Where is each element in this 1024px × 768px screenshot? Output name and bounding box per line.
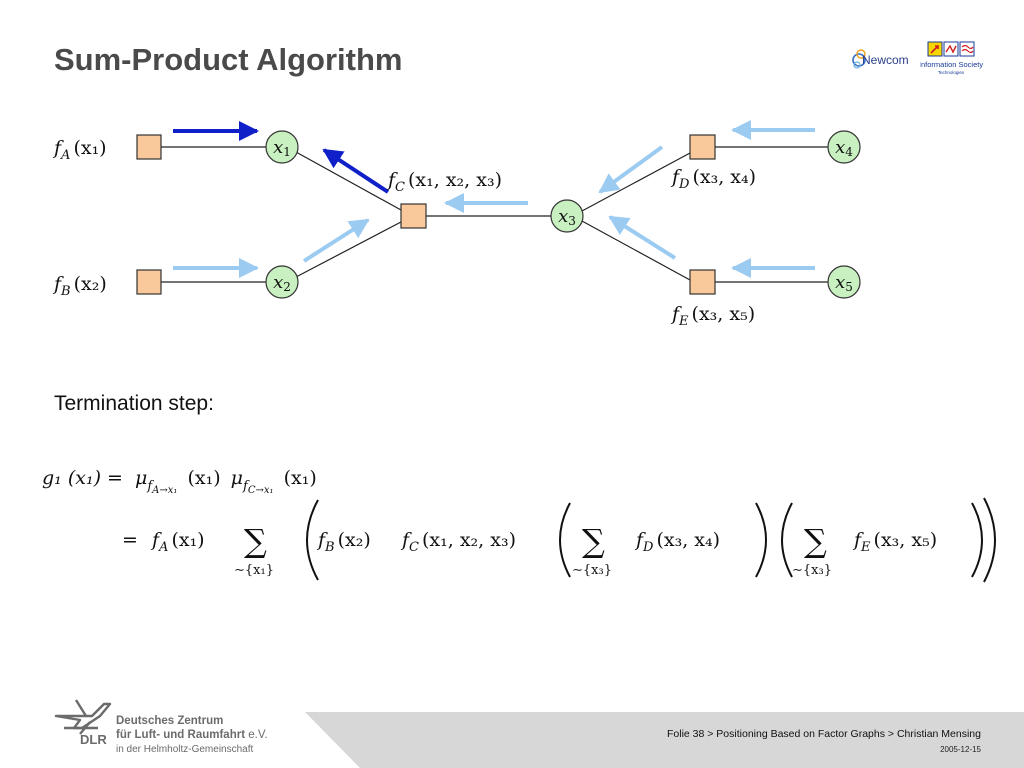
dlr-org-line-1: Deutsches Zentrum xyxy=(116,715,223,727)
paren-open-e xyxy=(781,502,793,578)
termination-step-label: Termination step: xyxy=(54,392,214,415)
footer-date: 2005-12-15 xyxy=(940,745,981,754)
graph-edges xyxy=(161,146,828,283)
dlr-org-line-2: für Luft- und Raumfahrt e.V. xyxy=(116,729,268,741)
slide-title: Sum-Product Algorithm xyxy=(54,42,403,77)
footer-band xyxy=(305,712,1024,768)
dlr-plane-icon xyxy=(54,699,112,735)
variable-label-x4: x4 xyxy=(835,137,853,159)
dlr-org-line-3: in der Helmholtz-Gemeinschaft xyxy=(116,744,253,755)
newcom-logo: Newcom xyxy=(852,49,909,69)
variable-label-x5: x5 xyxy=(835,272,853,294)
formula-fA-term: fA(x₁) xyxy=(150,529,205,555)
sum-subscript-1: ∼{x₁} xyxy=(234,563,274,578)
dlr-abbr: DLR xyxy=(80,732,107,747)
message-arrows xyxy=(173,120,815,278)
footer-breadcrumb: Folie 38 > Positioning Based on Factor G… xyxy=(666,728,981,740)
ist-logo-text-2: Technologies xyxy=(938,70,965,75)
sum-subscript-2: ∼{x₃} xyxy=(572,563,612,578)
arrow-x2-to-fC xyxy=(302,218,370,263)
factor-nodes xyxy=(136,134,716,295)
edge-x3-fE xyxy=(581,220,691,281)
variable-node-x2 xyxy=(265,265,299,299)
variable-node-x1 xyxy=(265,130,299,164)
variable-label-x2: x2 xyxy=(273,272,291,294)
sum-symbol-2: ∑ xyxy=(582,522,605,560)
dlr-logo: DLR Deutsches Zentrum für Luft- und Raum… xyxy=(54,699,268,755)
factor-label-fB: fB(x₂) xyxy=(52,273,107,299)
factor-label-fC: fC(x₁, x₂, x₃) xyxy=(386,169,502,195)
ist-logo: Information Society Technologies xyxy=(920,41,983,75)
sum-subscript-3: ∼{x₃} xyxy=(792,563,832,578)
factor-node-fE xyxy=(689,269,716,295)
paren-close-e xyxy=(971,502,983,578)
factor-label-fA: fA(x₁) xyxy=(52,137,107,163)
edge-x2-fC xyxy=(295,221,402,278)
edge-x3-fD xyxy=(581,152,691,212)
ist-logo-text-1: Information Society xyxy=(920,60,983,69)
edge-x1-fC xyxy=(295,151,402,211)
termination-formula: g₁ (x₁) = μfA→x₁ (x₁) μfC→x₁ (x₁) = fA(x… xyxy=(42,467,996,583)
paren-open-d xyxy=(559,502,571,578)
variable-node-x3 xyxy=(550,199,584,233)
formula-eq-sign: = xyxy=(122,529,138,551)
paren-open-outer xyxy=(306,499,319,581)
formula-fE-term: fE(x₃, x₅) xyxy=(852,529,937,555)
arrow-fE-to-x3 xyxy=(608,215,677,260)
paren-close-d xyxy=(755,502,767,578)
factor-node-fB xyxy=(136,269,162,295)
formula-fB-term: fB(x₂) xyxy=(316,529,371,555)
formula-line-1: g₁ (x₁) = μfA→x₁ (x₁) μfC→x₁ (x₁) xyxy=(42,467,317,498)
formula-fD-term: fD(x₃, x₄) xyxy=(634,529,720,555)
arrow-fD-to-x3 xyxy=(598,145,664,194)
variable-nodes xyxy=(265,130,861,299)
factor-label-fD: fD(x₃, x₄) xyxy=(670,166,756,192)
variable-label-x3: x3 xyxy=(558,206,576,228)
factor-node-fC xyxy=(400,203,427,229)
factor-label-fE: fE(x₃, x₅) xyxy=(670,303,755,329)
factor-node-fD xyxy=(689,134,716,160)
variable-node-x5 xyxy=(827,265,861,299)
newcom-logo-text: Newcom xyxy=(862,53,909,67)
variable-node-x4 xyxy=(827,130,861,164)
arrow-fC-to-x1 xyxy=(322,148,390,194)
paren-close-outer xyxy=(983,497,996,583)
factor-graph-diagram: x1 x2 x3 x4 x5 fA(x₁) fB(x₂) fC(x₁, x₂, … xyxy=(52,120,861,329)
formula-fC-term: fC(x₁, x₂, x₃) xyxy=(400,529,516,555)
factor-node-fA xyxy=(136,134,162,160)
sum-symbol-1: ∑ xyxy=(244,522,267,560)
sum-symbol-3: ∑ xyxy=(804,522,827,560)
variable-label-x1: x1 xyxy=(273,137,291,159)
